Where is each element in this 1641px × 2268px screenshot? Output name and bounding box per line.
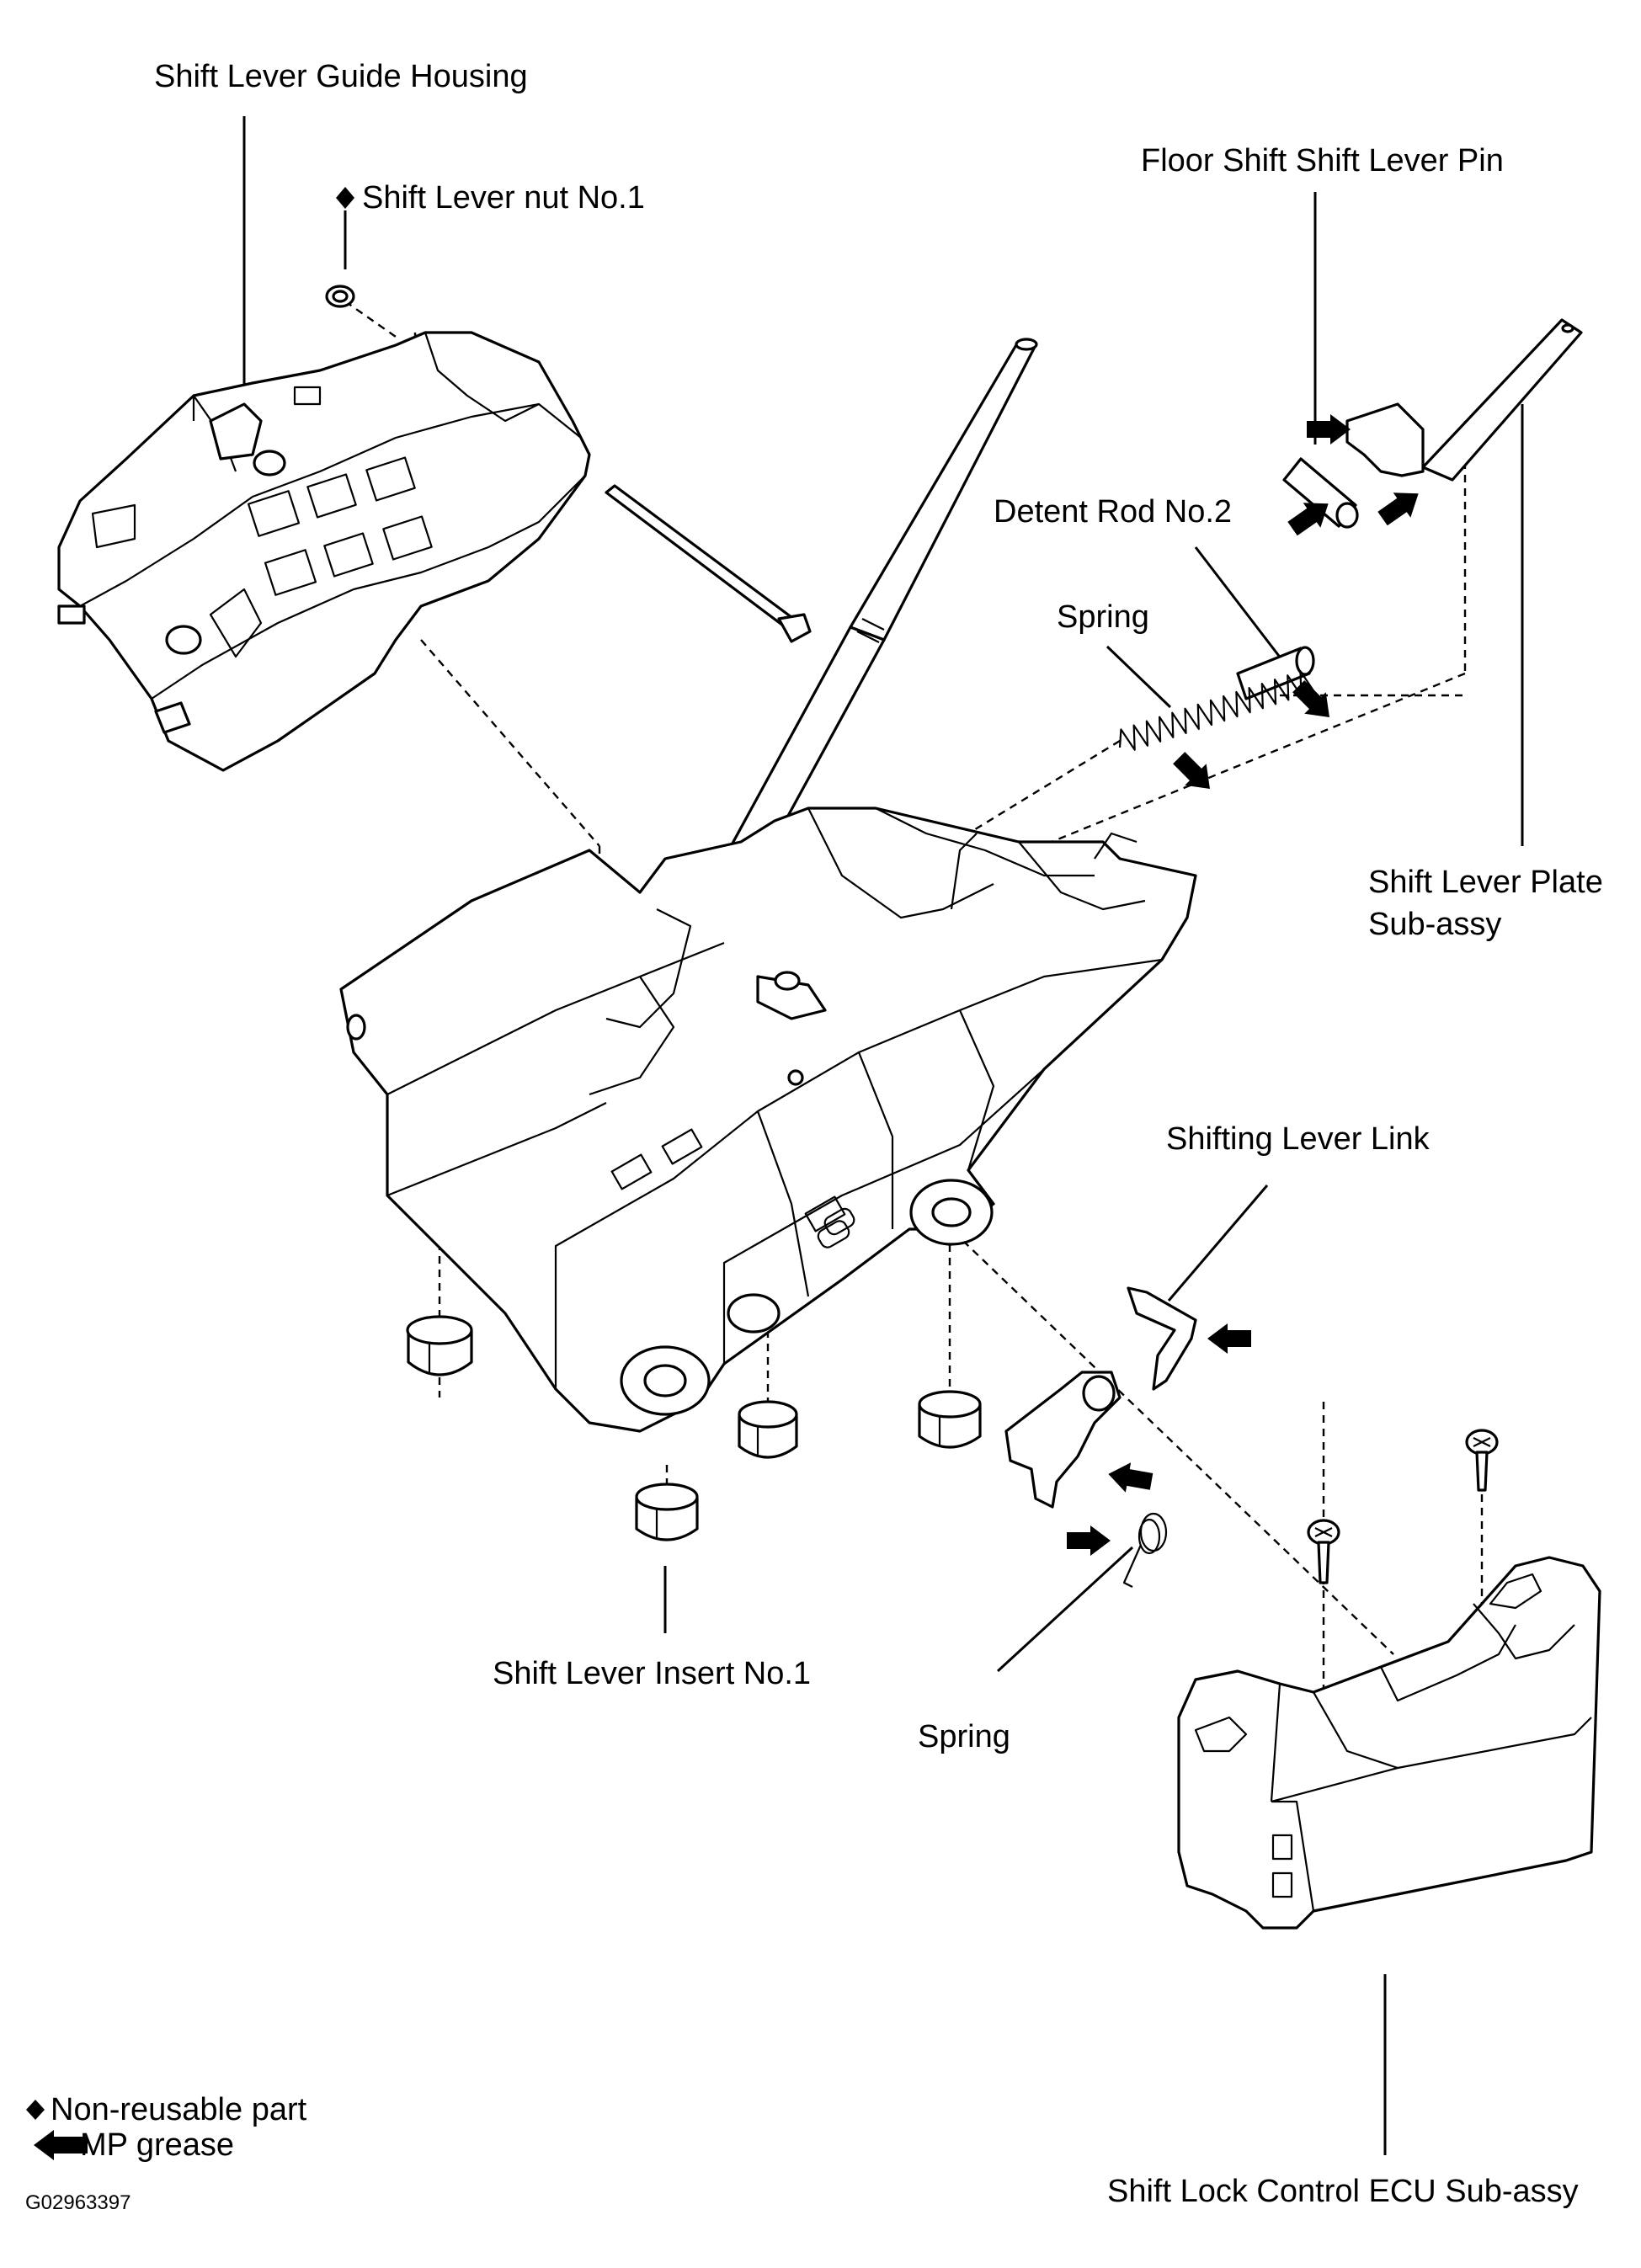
label-shift-lever-nut: Shift Lever nut No.1 xyxy=(362,180,645,216)
grease-arrow-3 xyxy=(1377,492,1419,526)
figure-id: G02963397 xyxy=(25,2191,131,2214)
legend-grease-arrow xyxy=(34,2130,88,2160)
leader-lines xyxy=(242,116,1524,2155)
shift-lever-plate xyxy=(1345,318,1583,482)
label-shift-lever-plate-line2: Sub-assy xyxy=(1368,907,1502,942)
shift-lever-insert-1 xyxy=(406,1315,473,1376)
screw-1 xyxy=(1307,1519,1340,1584)
legend-non-reusable: Non-reusable part xyxy=(51,2092,307,2127)
grease-arrow-4 xyxy=(1292,680,1329,717)
label-shift-lever-plate-line1: Shift Lever Plate xyxy=(1368,865,1603,900)
label-shifting-lever-link: Shifting Lever Link xyxy=(1166,1121,1430,1157)
screw-2 xyxy=(1465,1429,1499,1492)
grease-arrow-1 xyxy=(1307,414,1351,445)
shifting-lever-link xyxy=(1004,1286,1197,1509)
shift-lever-nut xyxy=(325,285,355,308)
grease-arrow-7 xyxy=(1108,1462,1153,1493)
shift-lever-insert-2 xyxy=(738,1400,798,1459)
shift-lever-insert-4 xyxy=(635,1483,699,1541)
shift-lever-guide-housing xyxy=(57,331,591,772)
non-reusable-marks xyxy=(26,187,354,2120)
floor-shift-lever-pin xyxy=(1282,457,1359,529)
bolt xyxy=(605,484,812,643)
shift-lever-insert-3 xyxy=(918,1390,982,1449)
label-spring-bottom: Spring xyxy=(918,1719,1010,1754)
spring-bottom xyxy=(1122,1512,1168,1588)
label-floor-shift-lever-pin: Floor Shift Shift Lever Pin xyxy=(1141,143,1504,178)
shift-lever-base xyxy=(339,807,1197,1433)
label-shift-lever-insert: Shift Lever Insert No.1 xyxy=(493,1656,812,1691)
spring-top xyxy=(1118,670,1315,751)
grease-arrow-6 xyxy=(1207,1323,1251,1354)
grease-arrows xyxy=(1067,414,1419,1556)
legend-diamond xyxy=(26,2100,45,2120)
label-shift-lever-guide-housing: Shift Lever Guide Housing xyxy=(154,59,528,94)
grease-arrow-5 xyxy=(1173,752,1210,789)
label-detent-rod: Detent Rod No.2 xyxy=(994,494,1233,530)
base-mounting-bosses xyxy=(620,1179,994,1416)
grease-arrow-2 xyxy=(1287,503,1329,536)
shift-lock-control-ecu xyxy=(1177,1556,1601,1930)
grease-arrow-8 xyxy=(1067,1525,1111,1556)
non-reusable-diamond-label xyxy=(336,187,354,209)
legend-grease: MP grease xyxy=(80,2127,235,2163)
label-spring-top: Spring xyxy=(1057,599,1149,635)
label-shift-lock-control-ecu: Shift Lock Control ECU Sub-assy xyxy=(1107,2174,1579,2209)
detent-rod xyxy=(1236,646,1315,700)
